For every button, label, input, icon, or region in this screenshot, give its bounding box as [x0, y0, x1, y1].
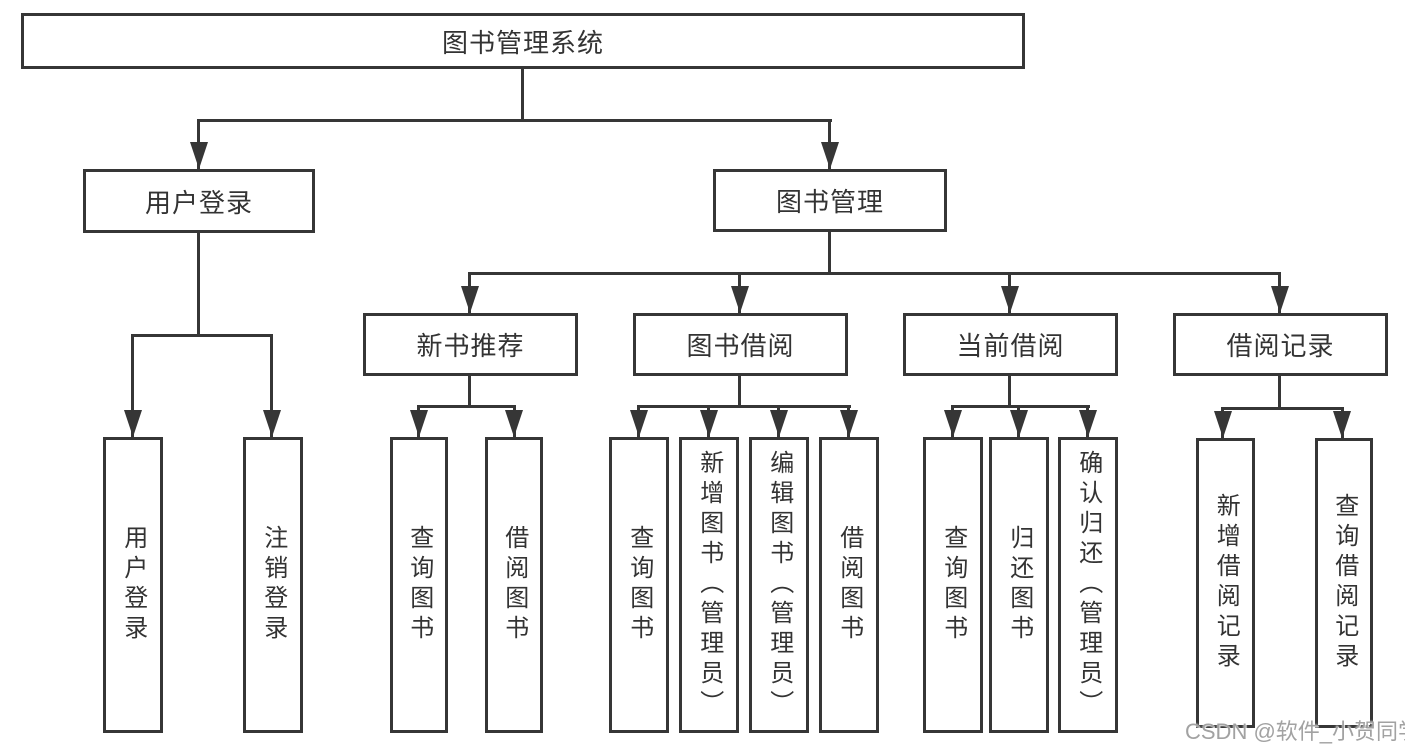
node-leaf-add-borrow-record: 新增借阅记录: [1196, 438, 1255, 728]
connector-borrow-records-stem: [1278, 376, 1281, 410]
arrowhead-down: [1079, 410, 1097, 437]
connector-book-mgmt-stem: [828, 232, 831, 275]
node-new-book-recommend: 新书推荐: [363, 313, 578, 376]
node-borrow-records-label: 借阅记录: [1226, 331, 1335, 361]
node-leaf-bb-add-books-admin-label: 新增图书（管理员）: [695, 450, 723, 720]
arrowhead-down: [1001, 286, 1019, 313]
arrowhead-down: [731, 286, 749, 313]
connector-borrow-records-bar: [1221, 407, 1344, 410]
arrowhead-down: [1271, 286, 1289, 313]
connector-level2-bar: [468, 272, 1281, 275]
node-new-book-recommend-label: 新书推荐: [416, 331, 525, 361]
arrowhead-down: [190, 142, 208, 169]
node-leaf-bb-borrow-books: 借阅图书: [819, 437, 879, 733]
connector-new-book-bar: [417, 405, 516, 408]
arrowhead-down: [1333, 411, 1351, 438]
node-leaf-user-login: 用户登录: [103, 437, 163, 733]
node-leaf-bb-add-books-admin: 新增图书（管理员）: [679, 437, 739, 733]
node-leaf-nb-borrow-books-label: 借阅图书: [500, 525, 528, 645]
node-book-management-label: 图书管理: [775, 187, 884, 217]
node-current-borrow-label: 当前借阅: [956, 331, 1065, 361]
node-borrow-records: 借阅记录: [1173, 313, 1388, 376]
node-leaf-nb-query-books-label: 查询图书: [405, 525, 433, 645]
connector-book-borrow-stem: [738, 376, 741, 408]
node-user-login-label: 用户登录: [144, 187, 253, 218]
node-leaf-cb-return-books: 归还图书: [989, 437, 1049, 733]
arrowhead-down: [770, 410, 788, 437]
arrowhead-down: [1010, 410, 1028, 437]
arrowhead-down: [461, 286, 479, 313]
watermark: CSDN @软件_小贺同学: [1185, 719, 1405, 744]
connector-current-borrow-bar: [951, 405, 1090, 408]
node-leaf-query-borrow-record-label: 查询借阅记录: [1330, 493, 1358, 673]
node-leaf-cb-confirm-return-admin-label: 确认归还（管理员）: [1074, 450, 1102, 720]
arrowhead-down: [840, 410, 858, 437]
connector-current-borrow-stem: [1008, 376, 1011, 408]
arrowhead-down: [821, 142, 839, 169]
node-leaf-bb-edit-books-admin-label: 编辑图书（管理员）: [765, 450, 793, 720]
node-leaf-cb-return-books-label: 归还图书: [1005, 525, 1033, 645]
connector-root-stem: [521, 69, 524, 122]
node-user-login: 用户登录: [83, 169, 315, 233]
node-leaf-cb-query-books: 查询图书: [923, 437, 983, 733]
arrowhead-down: [410, 410, 428, 437]
arrowhead-down: [630, 410, 648, 437]
connector-user-login-bar: [131, 334, 273, 337]
node-leaf-bb-query-books-label: 查询图书: [625, 525, 653, 645]
connector-drop-leaf-user-login: [131, 334, 134, 437]
connector-book-borrow-bar: [637, 405, 851, 408]
node-book-borrow: 图书借阅: [633, 313, 848, 376]
arrowhead-down: [944, 410, 962, 437]
node-leaf-query-borrow-record: 查询借阅记录: [1315, 438, 1373, 728]
arrowhead-down: [505, 410, 523, 437]
node-leaf-user-login-label: 用户登录: [119, 525, 147, 645]
node-root-system: 图书管理系统: [21, 13, 1025, 69]
node-leaf-bb-edit-books-admin: 编辑图书（管理员）: [749, 437, 809, 733]
node-book-borrow-label: 图书借阅: [686, 331, 795, 361]
node-leaf-cb-query-books-label: 查询图书: [939, 525, 967, 645]
connector-level1-bar: [198, 119, 832, 122]
node-current-borrow: 当前借阅: [903, 313, 1118, 376]
arrowhead-down: [263, 410, 281, 437]
node-leaf-cb-confirm-return-admin: 确认归还（管理员）: [1058, 437, 1118, 733]
connector-drop-leaf-logout: [270, 334, 273, 437]
node-leaf-bb-query-books: 查询图书: [609, 437, 669, 733]
node-leaf-bb-borrow-books-label: 借阅图书: [835, 525, 863, 645]
node-leaf-logout-label: 注销登录: [259, 525, 287, 645]
connector-user-login-stem: [197, 233, 200, 337]
arrowhead-down: [1214, 411, 1232, 438]
arrowhead-down: [124, 410, 142, 437]
node-root-system-label: 图书管理系统: [441, 27, 604, 58]
node-book-management: 图书管理: [713, 169, 947, 232]
node-leaf-add-borrow-record-label: 新增借阅记录: [1212, 493, 1240, 673]
connector-new-book-stem: [468, 376, 471, 408]
node-leaf-nb-borrow-books: 借阅图书: [485, 437, 543, 733]
arrowhead-down: [700, 410, 718, 437]
node-leaf-logout: 注销登录: [243, 437, 303, 733]
node-leaf-nb-query-books: 查询图书: [390, 437, 448, 733]
